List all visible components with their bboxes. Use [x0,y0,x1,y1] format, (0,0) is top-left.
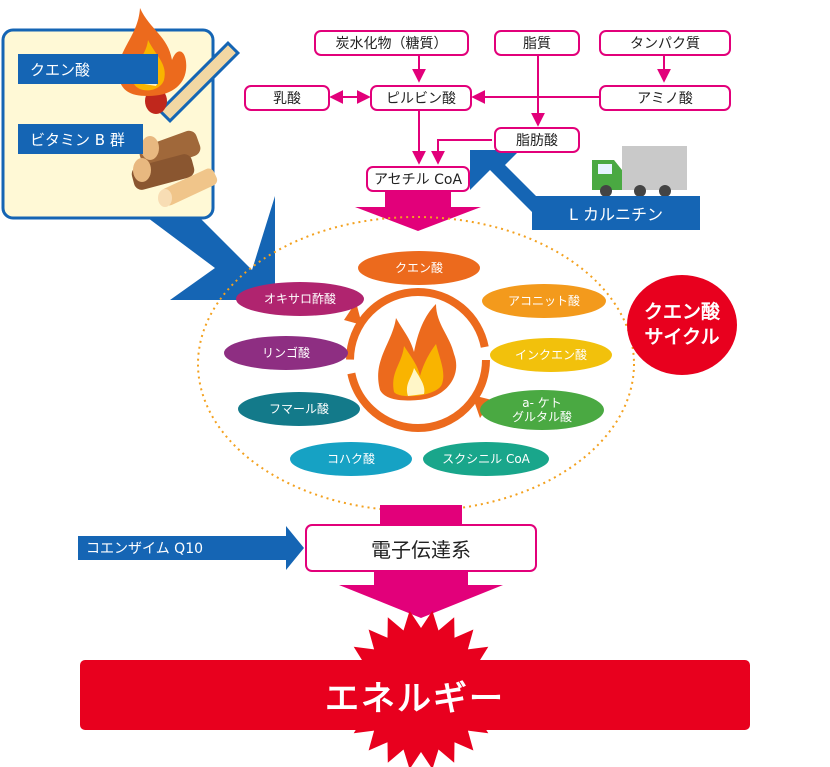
acetyl-coa-box: アセチル CoA [366,166,470,192]
cycle-item-aconitic-acid: アコニット酸 [482,284,606,318]
fire-icon [378,304,457,401]
cycle-item-fumaric-acid: フマール酸 [238,392,360,426]
coenzyme-q10-label: コエンザイム Q10 [86,541,204,557]
carnitine-label: L カルニチン [532,196,700,230]
truck-icon [592,146,687,197]
cycle-item-ketoglutaric-acid: a- ケトグルタル酸 [480,390,604,430]
cofactor-flow-arrow [148,196,275,300]
acetyl-coa-arrow [355,192,481,231]
lactic-acid-box: 乳酸 [244,85,330,111]
cycle-item-malic-acid: リンゴ酸 [224,336,348,370]
cycle-item-succinic-acid: コハク酸 [290,442,412,476]
citric-acid-cycle-badge: クエン酸 サイクル [627,275,737,375]
cycle-to-etc-arrow [380,505,462,524]
protein-box: タンパク質 [599,30,731,56]
carbohydrate-box: 炭水化物（糖質） [314,30,469,56]
electron-transport-box: 電子伝達系 [305,524,537,572]
cycle-item-isocitric-acid: インクエン酸 [490,338,612,372]
firewood-icon [131,130,218,207]
lipid-box: 脂質 [494,30,580,56]
vitamin-b-label: ビタミン B 群 [18,124,143,154]
cycle-badge-line1: クエン酸 [643,301,720,324]
energy-bar [80,660,750,730]
cycle-item-citric-acid: クエン酸 [358,251,480,285]
amino-acid-box: アミノ酸 [599,85,731,111]
q10-arrow [78,526,304,570]
etc-to-energy-arrow [339,572,503,618]
cycle-badge-line2: サイクル [644,326,720,348]
energy-label: エネルギー [325,678,505,719]
citric-acid-label: クエン酸 [18,54,158,84]
cycle-arrow [346,288,490,432]
pyruvic-acid-box: ピルビン酸 [370,85,472,111]
cycle-item-succinyl-coa: スクシニル CoA [423,442,549,476]
fatty-acid-box: 脂肪酸 [494,127,580,153]
cycle-item-oxaloacetic-acid: オキサロ酢酸 [236,282,364,316]
